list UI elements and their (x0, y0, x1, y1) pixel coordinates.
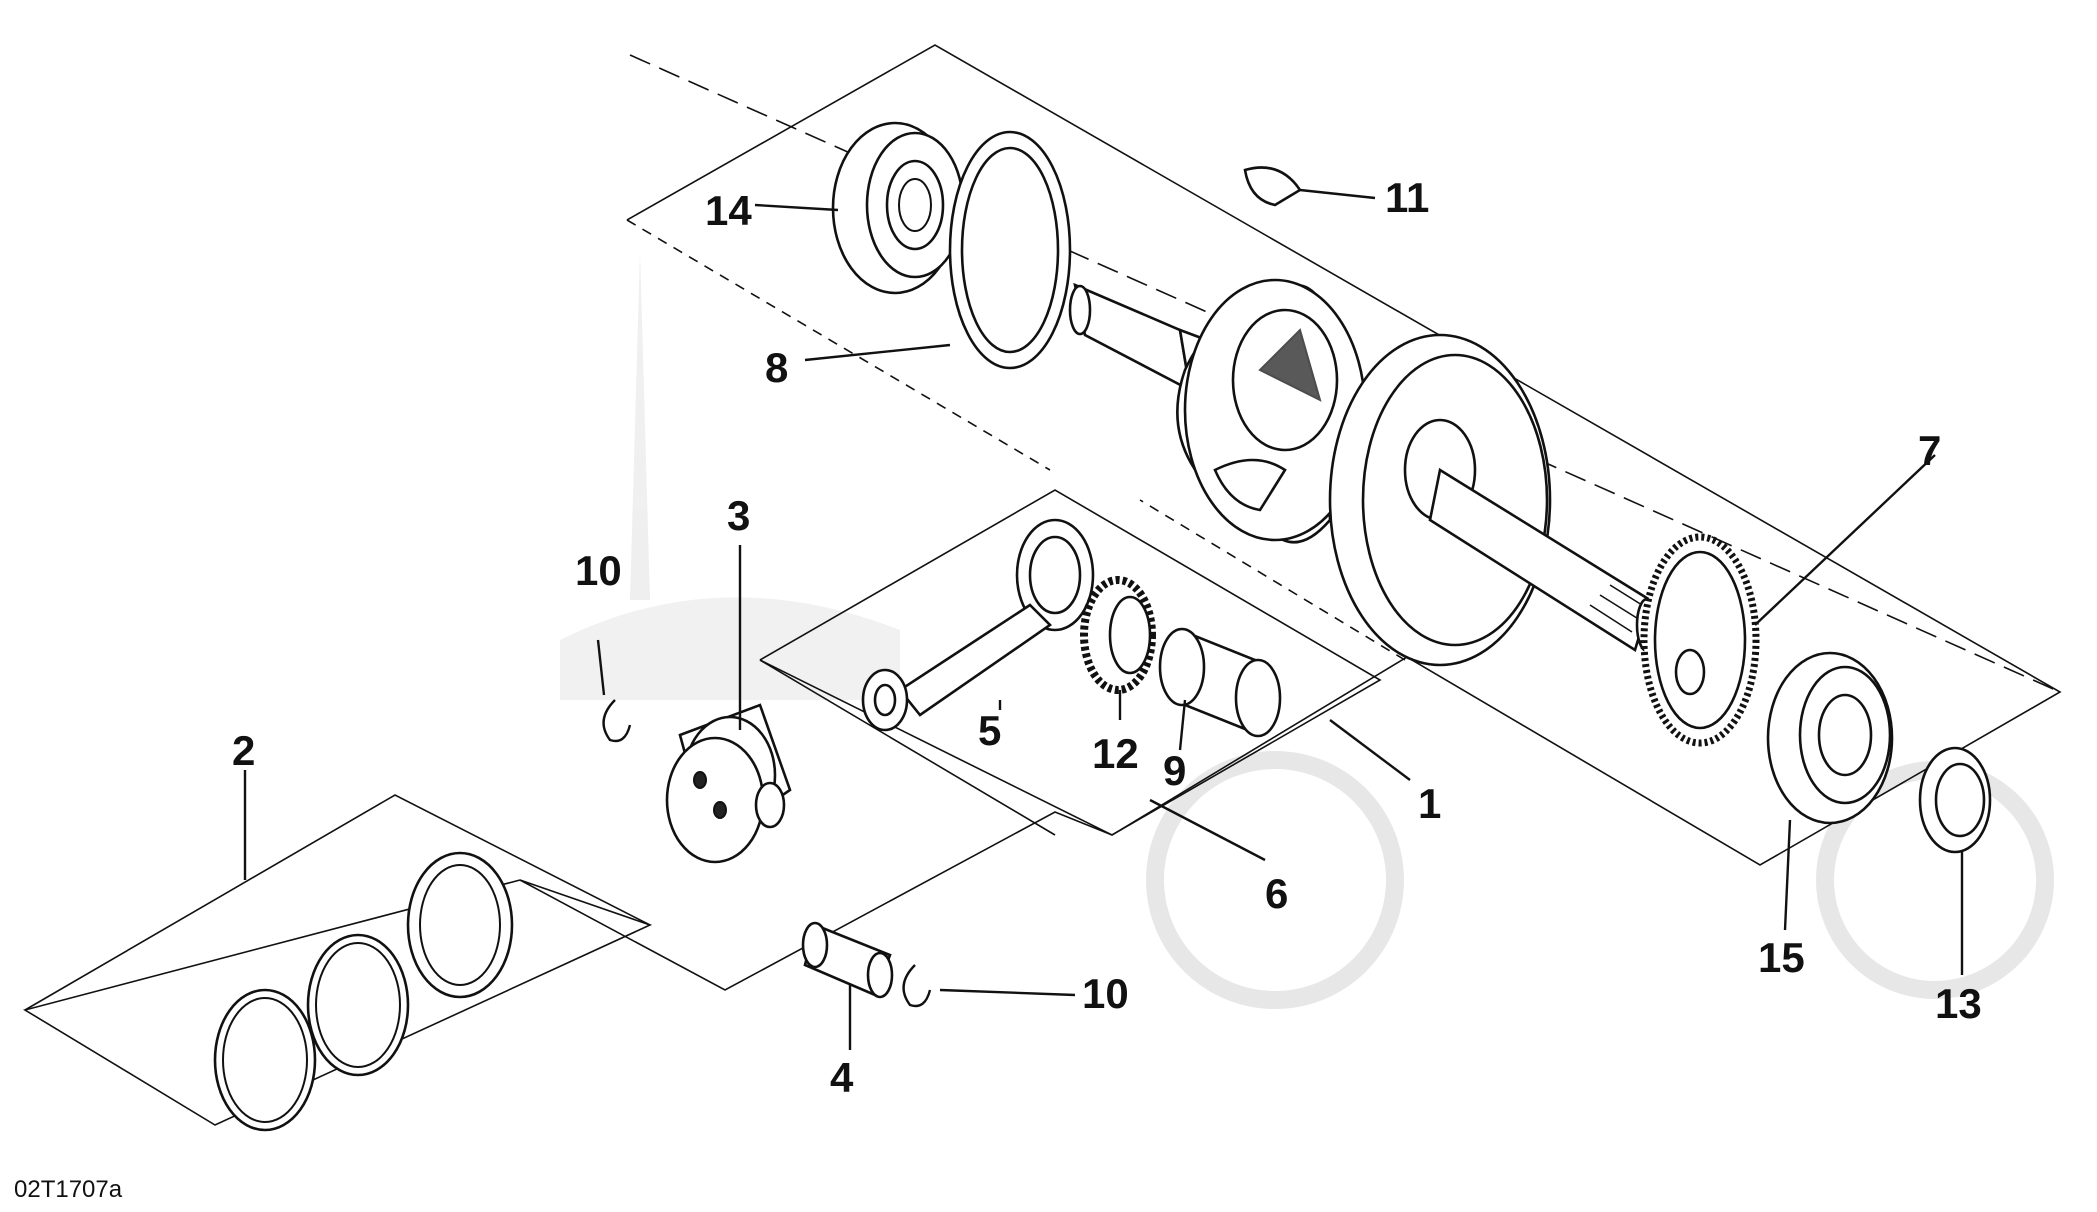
callout-10-upper: 10 (575, 547, 622, 594)
callout-12: 12 (1092, 730, 1139, 777)
callout-11: 11 (1385, 174, 1429, 221)
callout-2: 2 (232, 727, 255, 774)
oil-seal-8 (948, 130, 1072, 370)
crankshaft-assembly (1068, 278, 1659, 667)
bearing-14 (831, 121, 965, 295)
piston-3 (665, 703, 792, 864)
callout-7: 7 (1918, 427, 1941, 474)
callout-13: 13 (1935, 980, 1982, 1027)
drive-gear-7 (1640, 533, 1760, 747)
piston-pin-4 (801, 921, 894, 999)
leader-lines (243, 188, 1964, 1050)
oil-seal-13 (1918, 746, 1992, 854)
callout-9: 9 (1163, 747, 1186, 794)
circlip-10-upper (602, 699, 632, 743)
piston-ring-set-2 (213, 851, 514, 1132)
callout-8: 8 (765, 344, 788, 391)
bearing-15 (1766, 651, 1894, 825)
callout-4: 4 (830, 1054, 854, 1101)
callout-3: 3 (727, 492, 750, 539)
drawing-code: 02T1707a (14, 1176, 123, 1203)
watermark (560, 250, 2054, 1009)
circlip-10-lower (902, 964, 932, 1008)
callout-14: 14 (705, 187, 752, 234)
callouts: 14 11 8 7 3 10 2 5 12 9 1 6 4 10 15 13 (232, 174, 1982, 1101)
callout-15: 15 (1758, 934, 1805, 981)
callout-5: 5 (978, 707, 1001, 754)
crank-pin-9 (1158, 627, 1282, 738)
callout-10-lower: 10 (1082, 970, 1129, 1017)
woodruff-key-11 (1243, 166, 1302, 207)
needle-bearing-12 (1080, 576, 1156, 694)
connecting-rod-5 (861, 518, 1095, 732)
callout-6: 6 (1265, 870, 1288, 917)
callout-1: 1 (1418, 780, 1441, 827)
